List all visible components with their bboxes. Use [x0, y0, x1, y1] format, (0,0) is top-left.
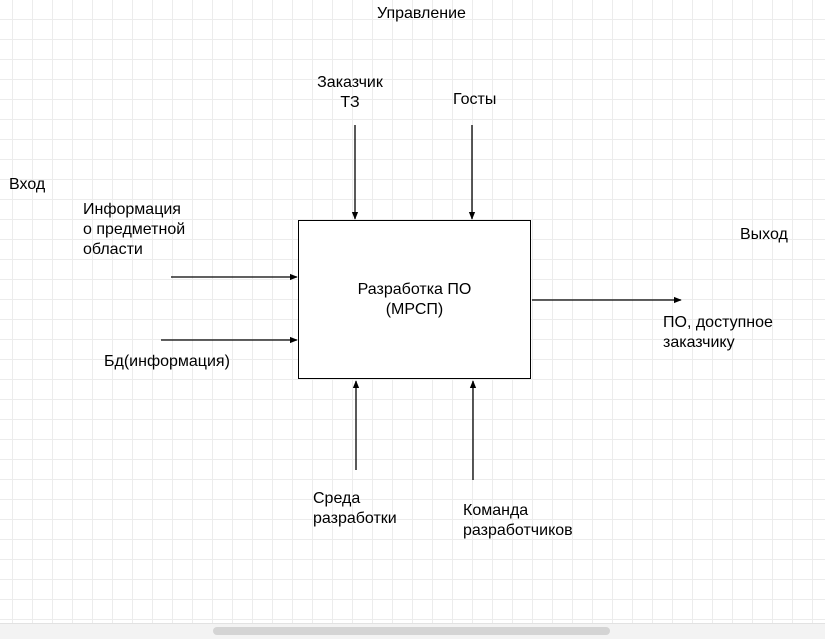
control-label-standards: Госты [453, 91, 497, 108]
mechanism-label-environment: Среда разработки [313, 490, 397, 527]
process-box[interactable]: Разработка ПО (МРСП) [298, 220, 531, 379]
mechanism-label-team: Команда разработчиков [463, 502, 573, 539]
control-label-customer: Заказчик ТЗ [317, 74, 383, 111]
control-heading: Управление [377, 5, 466, 22]
scrollbar-thumb[interactable] [213, 627, 610, 635]
input-label-db: Бд(информация) [104, 353, 230, 370]
output-label: ПО, доступное заказчику [663, 314, 773, 351]
process-label: Разработка ПО (МРСП) [357, 280, 472, 318]
input-label-domain-info: Информация о предметной области [83, 201, 186, 258]
input-heading: Вход [9, 176, 46, 193]
output-heading: Выход [740, 226, 788, 243]
